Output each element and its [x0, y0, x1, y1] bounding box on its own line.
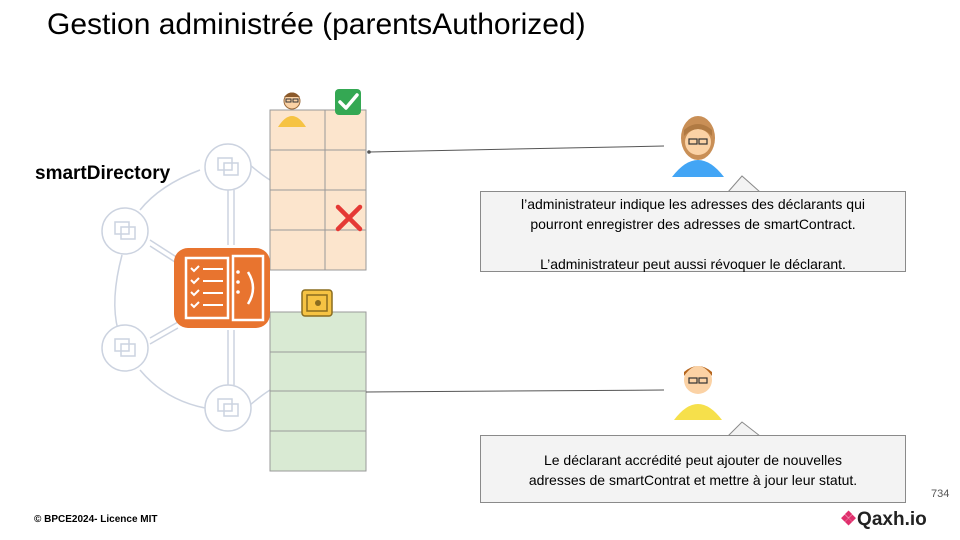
- copyright-notice: © BPCE2024- Licence MIT: [34, 514, 158, 525]
- page-number: 734: [931, 488, 950, 500]
- qaxh-logo-icon: ❖: [840, 509, 858, 530]
- page-title: Gestion administrée (parentsAuthorized): [47, 8, 586, 41]
- admin-avatar-icon: [278, 92, 306, 127]
- contract-node-icon: [204, 143, 252, 191]
- admin-callout-text: L’administrateur peut aussi révoquer le …: [540, 256, 846, 272]
- contract-node-icon: [101, 207, 149, 255]
- declarant-connector-line: [365, 389, 665, 393]
- admin-callout-text: pourront enregistrer des adresses de sma…: [530, 216, 856, 232]
- person-glasses-ponytail-icon: [672, 116, 724, 177]
- safe-icon: [301, 289, 333, 317]
- declarant-callout-tail: [727, 421, 761, 437]
- admin-connector-line: [368, 145, 665, 153]
- declarant-callout-text: adresses de smartContrat et mettre à jou…: [528, 472, 858, 488]
- checklist-directory-icon: [174, 248, 270, 328]
- brand-logo: ❖Qaxh.io: [840, 508, 927, 531]
- smart-directory-label: smartDirectory: [35, 163, 171, 184]
- check-mark-icon: [335, 89, 361, 115]
- declarant-callout: Le déclarant accrédité peut ajouter de n…: [480, 435, 906, 503]
- person-glasses-icon: [674, 366, 722, 420]
- cross-mark-icon: [335, 204, 363, 232]
- declarant-contracts-table: [269, 311, 367, 472]
- admin-callout-text: l’administrateur indique les adresses de…: [521, 196, 865, 212]
- contract-node-icon: [204, 384, 252, 432]
- brand-name: Qaxh.io: [857, 509, 927, 530]
- admin-authorization-table: [269, 109, 367, 271]
- admin-callout-tail: [727, 175, 761, 193]
- admin-callout: l’administrateur indique les adresses de…: [480, 191, 906, 272]
- contract-ring: [114, 164, 271, 409]
- contract-node-icon: [101, 324, 149, 372]
- declarant-callout-text: Le déclarant accrédité peut ajouter de n…: [543, 452, 843, 468]
